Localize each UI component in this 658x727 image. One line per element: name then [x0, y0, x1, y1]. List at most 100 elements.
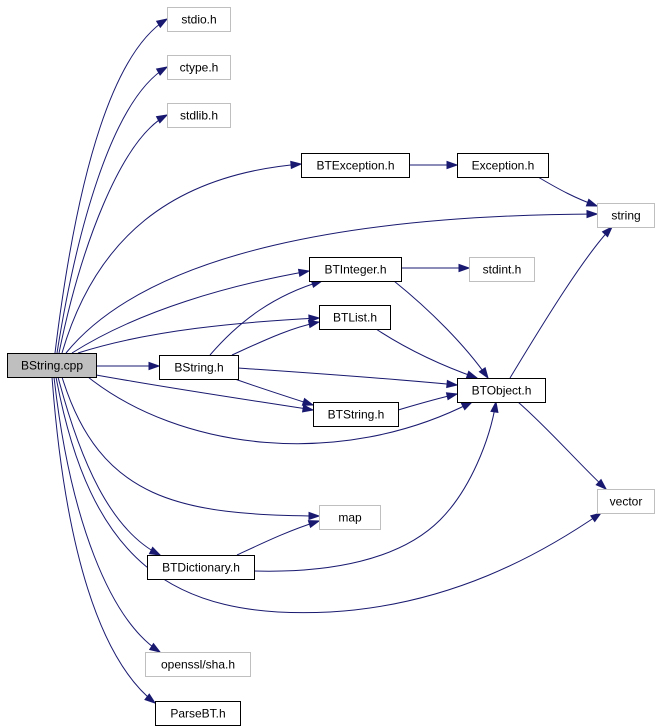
node-btobject-h[interactable]: BTObject.h [457, 378, 546, 403]
arrowhead-icon [155, 66, 169, 76]
arrowhead-icon [446, 160, 459, 170]
edge-bstring-cpp-to-vector [55, 376, 602, 614]
node-box [457, 153, 549, 178]
edge-bstring-cpp-to-stdio-h [54, 18, 168, 354]
node-stdlib-h: stdlib.h [167, 103, 231, 128]
edge-bstring-cpp-to-openssl-sha-h [53, 376, 161, 653]
arrowhead-icon [148, 642, 162, 653]
edge-btdictionary-h-to-btobject-h [253, 401, 497, 572]
node-box [469, 257, 535, 282]
node-string: string [597, 203, 655, 228]
node-label: BTList.h [333, 311, 377, 325]
node-exception-h[interactable]: Exception.h [457, 153, 549, 178]
node-box [167, 55, 231, 80]
node-box [309, 257, 402, 282]
node-box [457, 378, 546, 403]
edge-bstring-cpp-to-btlist-h [77, 317, 320, 354]
arrowhead-icon [301, 397, 315, 406]
edge-bstring-cpp-to-ctype-h [56, 66, 168, 354]
node-label: string [611, 209, 640, 223]
arrowhead-icon [458, 263, 471, 273]
edge-bstring-cpp-to-btstring-h [95, 374, 314, 411]
edge-bstring-cpp-to-btexception-h [61, 163, 302, 354]
node-btdictionary-h[interactable]: BTDictionary.h [147, 555, 255, 580]
node-bstring-cpp[interactable]: BString.cpp [7, 353, 97, 378]
edge-bstring-h-to-btlist-h [231, 321, 320, 356]
arrowhead-icon [601, 225, 614, 238]
edges-layer [51, 18, 614, 704]
node-vector: vector [597, 489, 655, 514]
arrowhead-icon [586, 209, 599, 219]
node-box [597, 489, 655, 514]
arrowhead-icon [308, 314, 321, 323]
edge-btobject-h-to-string [509, 226, 613, 379]
node-map: map [319, 505, 381, 530]
arrowhead-icon [585, 198, 599, 207]
arrowhead-icon [155, 114, 169, 124]
arrowhead-icon [490, 400, 499, 414]
node-box [167, 7, 231, 32]
node-label: stdint.h [483, 263, 522, 277]
node-box [155, 701, 241, 726]
node-box [145, 652, 251, 677]
arrowhead-icon [589, 512, 603, 523]
edge-bstring-h-to-btobject-h [237, 367, 458, 386]
node-label: map [338, 511, 362, 525]
arrowhead-icon [148, 546, 162, 556]
edge-bstring-cpp-to-btdictionary-h [57, 376, 161, 556]
arrowhead-icon [595, 478, 608, 491]
node-ctype-h: ctype.h [167, 55, 231, 80]
node-box [313, 402, 399, 427]
arrowhead-icon [144, 693, 157, 704]
edge-btobject-h-to-vector [517, 401, 607, 490]
edge-bstring-cpp-to-map [61, 376, 320, 517]
nodes-layer: BString.cppstdio.hctype.hstdlib.hBTExcep… [7, 7, 655, 726]
node-parsebt-h[interactable]: ParseBT.h [155, 701, 241, 726]
node-label: stdlib.h [180, 109, 218, 123]
edge-bstring-h-to-btstring-h [231, 377, 314, 406]
node-box [319, 505, 381, 530]
edge-bstring-cpp-to-btinteger-h [71, 270, 310, 354]
arrowhead-icon [445, 392, 459, 401]
node-label: ParseBT.h [170, 707, 225, 721]
arrowhead-icon [155, 18, 169, 29]
node-box [159, 355, 239, 380]
arrowhead-icon [308, 511, 321, 521]
node-label: vector [610, 495, 643, 509]
node-box [7, 353, 97, 378]
arrowhead-icon [290, 160, 303, 170]
node-label: Exception.h [472, 159, 535, 173]
arrowhead-icon [307, 320, 321, 329]
edge-btinteger-h-to-btobject-h [393, 280, 489, 379]
node-label: BString.h [174, 361, 223, 375]
node-stdint-h: stdint.h [469, 257, 535, 282]
edge-bstring-cpp-to-parsebt-h [51, 376, 156, 704]
arrowhead-icon [465, 370, 479, 379]
node-box [167, 103, 231, 128]
edge-btdictionary-h-to-map [236, 520, 320, 556]
node-label: openssl/sha.h [161, 658, 235, 672]
node-label: BString.cpp [21, 359, 83, 373]
node-openssl-sha-h: openssl/sha.h [145, 652, 251, 677]
node-btlist-h[interactable]: BTList.h [319, 305, 391, 330]
arrowhead-icon [307, 520, 321, 529]
node-box [319, 305, 391, 330]
arrowhead-icon [297, 268, 311, 277]
edge-bstring-h-to-btinteger-h [209, 280, 323, 356]
node-label: BTException.h [316, 159, 394, 173]
arrowhead-icon [478, 366, 489, 380]
node-btexception-h[interactable]: BTException.h [301, 153, 410, 178]
node-label: BTString.h [328, 408, 385, 422]
node-bstring-h[interactable]: BString.h [159, 355, 239, 380]
node-label: BTDictionary.h [162, 561, 240, 575]
node-btstring-h[interactable]: BTString.h [313, 402, 399, 427]
arrowhead-icon [301, 404, 315, 413]
node-box [301, 153, 410, 178]
node-btinteger-h[interactable]: BTInteger.h [309, 257, 402, 282]
node-box [597, 203, 655, 228]
edge-btlist-h-to-btobject-h [375, 328, 478, 379]
arrowhead-icon [148, 361, 161, 371]
edge-bstring-cpp-to-btobject-h [87, 376, 473, 445]
node-box [147, 555, 255, 580]
